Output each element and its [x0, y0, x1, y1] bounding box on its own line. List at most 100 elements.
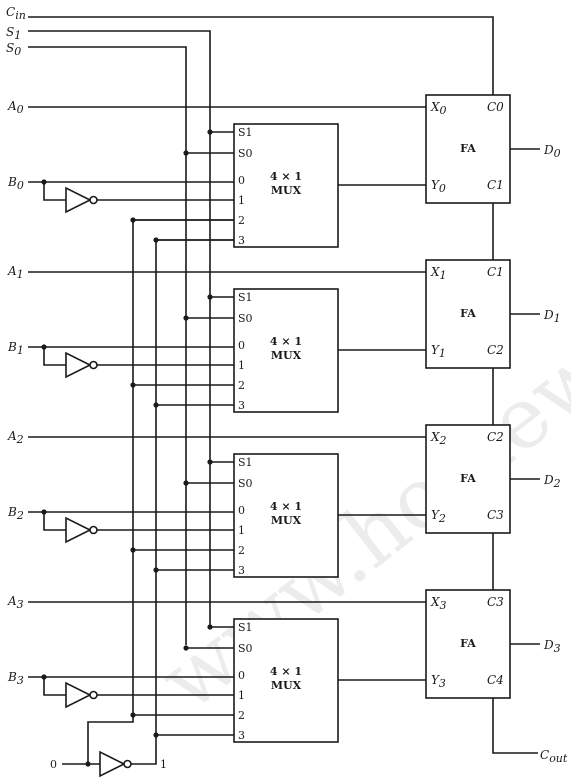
junction: [130, 382, 136, 388]
not-gate-bubble-icon: [89, 690, 98, 700]
not-gate-icon: [99, 750, 126, 778]
one-label: 1: [160, 758, 167, 771]
junction: [207, 624, 213, 630]
mux-title: MUX: [271, 349, 302, 362]
not-gate-bubble-icon: [89, 195, 98, 205]
not-gate-icon: [65, 351, 92, 379]
b-input-label: B2: [7, 505, 24, 522]
full-adder-block: [425, 259, 511, 369]
junction: [183, 315, 189, 321]
mux-title: MUX: [271, 184, 302, 197]
fa-title: FA: [460, 637, 476, 650]
not-gate-bubble-icon: [89, 525, 98, 535]
not-gate-icon: [65, 516, 92, 544]
mux-title: 4 × 1: [270, 665, 302, 678]
mux-pin-2: 2: [238, 379, 245, 392]
fa-pin-carry-in: C1: [487, 265, 504, 279]
d-output-label: D3: [543, 638, 561, 655]
junction: [207, 459, 213, 465]
fa-pin-y: Y0: [431, 178, 446, 195]
fa-pin-carry-out: C3: [487, 508, 504, 522]
fa-pin-carry-in: C3: [487, 595, 504, 609]
fa-pin-carry-out: C1: [487, 178, 504, 192]
cin-label: Cin: [6, 5, 26, 22]
cout-label: Cout: [540, 748, 568, 765]
mux-title: 4 × 1: [270, 335, 302, 348]
not-gate-icon: [65, 681, 92, 709]
junction: [153, 402, 159, 408]
junction: [130, 712, 136, 718]
junction: [41, 509, 47, 515]
full-adder-block: [425, 94, 511, 204]
mux-pin-0: 0: [238, 339, 245, 352]
mux-pin-2: 2: [238, 214, 245, 227]
mux-pin-1: 1: [238, 524, 245, 537]
b-branch-wire: [43, 182, 66, 201]
s1-bus: [28, 30, 211, 627]
mux-pin-1: 1: [238, 689, 245, 702]
mux-pin-s1: S1: [238, 621, 253, 634]
junction: [153, 567, 159, 573]
mux-title: MUX: [271, 679, 302, 692]
mux-pin-1: 1: [238, 194, 245, 207]
mux-pin-s0: S0: [238, 642, 253, 655]
mux-pin-0: 0: [238, 174, 245, 187]
junction: [183, 480, 189, 486]
not-gate-bubble-icon: [89, 360, 98, 370]
fa-title: FA: [460, 472, 476, 485]
mux-block: [233, 288, 339, 413]
mux-pin-2: 2: [238, 544, 245, 557]
junction: [183, 150, 189, 156]
fa-pin-carry-out: C2: [487, 343, 504, 357]
junction: [207, 129, 213, 135]
fa-title: FA: [460, 142, 476, 155]
mux-pin-s1: S1: [238, 126, 253, 139]
mux-pin-3: 3: [238, 399, 245, 412]
junction: [183, 645, 189, 651]
fa-pin-y: Y1: [431, 343, 446, 360]
mux-pin-s0: S0: [238, 477, 253, 490]
fa-pin-carry-out: C4: [487, 673, 504, 687]
mux-pin-s1: S1: [238, 456, 253, 469]
zero-label: 0: [50, 758, 57, 771]
cin-wire: [28, 16, 494, 100]
mux-pin-2: 2: [238, 709, 245, 722]
mux-block: [233, 618, 339, 743]
mux-pin-s0: S0: [238, 147, 253, 160]
a-input-label: A1: [7, 264, 24, 281]
mux-pin-3: 3: [238, 234, 245, 247]
full-adder-block: [425, 589, 511, 699]
b-branch-wire: [43, 677, 66, 696]
mux-pin-0: 0: [238, 669, 245, 682]
mux-pin-3: 3: [238, 564, 245, 577]
mux-pin-s1: S1: [238, 291, 253, 304]
b-input-label: B3: [7, 670, 24, 687]
junction: [130, 217, 136, 223]
s0-bus: [28, 46, 187, 645]
junction: [207, 294, 213, 300]
junction: [41, 179, 47, 185]
b-input-label: B0: [7, 175, 24, 192]
junction: [41, 344, 47, 350]
d-output-label: D2: [543, 473, 561, 490]
mux-title: 4 × 1: [270, 170, 302, 183]
fa-pin-x: X2: [430, 430, 447, 447]
mux-title: 4 × 1: [270, 500, 302, 513]
mux-pin-3: 3: [238, 729, 245, 742]
fa-pin-carry-in: C2: [487, 430, 504, 444]
mux-title: MUX: [271, 514, 302, 527]
b-input-label: B1: [7, 340, 24, 357]
b-branch-wire: [43, 512, 66, 531]
junction: [153, 237, 159, 243]
mux-pin-s0: S0: [238, 312, 253, 325]
fa-pin-y: Y3: [431, 673, 446, 690]
d-output-label: D1: [543, 308, 561, 325]
s0-label: S0: [6, 41, 21, 58]
s1-label: S1: [6, 25, 21, 42]
a-input-label: A3: [7, 594, 24, 611]
